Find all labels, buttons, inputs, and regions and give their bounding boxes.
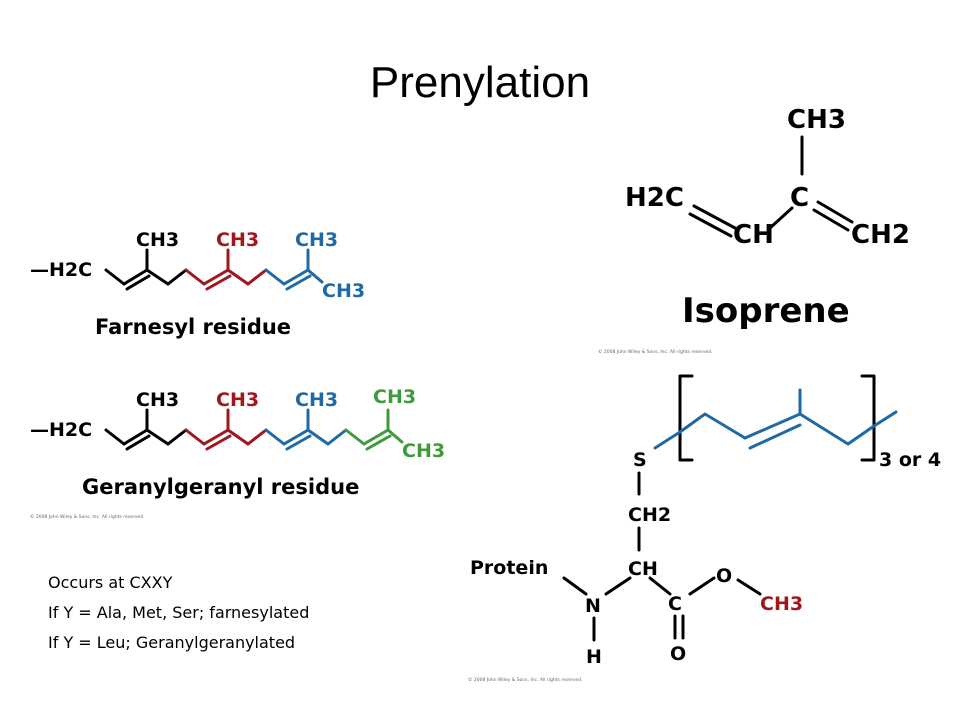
note-line-3: If Y = Leu; Geranylgeranylated (48, 633, 296, 652)
repeat-unit-double-bond (743, 412, 802, 440)
gg-methyl-3: CH3 (295, 389, 338, 411)
gg-bond (264, 428, 286, 446)
isoprene-copyright: © 2008 John Wiley & Sons, Inc. All right… (598, 348, 712, 355)
gg-bond (344, 428, 366, 446)
gg-bond (145, 428, 170, 446)
prenylated-protein-structure: 3 or 4 S CH2 CH Protein N H C O O CH3 © … (468, 374, 941, 683)
isoprene-ch3-label: CH3 (787, 105, 846, 135)
isoprene-double-bond-1b (688, 212, 733, 238)
note-line-2: If Y = Ala, Met, Ser; farnesylated (48, 603, 310, 622)
repeat-bracket-left (678, 374, 694, 462)
farnesyl-bond (246, 268, 268, 286)
farnesyl-bond (264, 268, 286, 286)
geranylgeranyl-structure: —H2C CH3 CH3 CH3 (30, 386, 445, 520)
note-line-1: Occurs at CXXY (48, 573, 173, 592)
farnesyl-double-bond-inner (205, 274, 232, 291)
gg-bond (306, 428, 330, 446)
isoprene-c-label: C (790, 183, 809, 213)
farnesyl-methyl-4: CH3 (322, 280, 365, 302)
isoprene-name: Isoprene (682, 291, 850, 331)
carbonyl-oxygen-label: O (670, 643, 686, 665)
farnesyl-double-bond-inner (285, 274, 312, 291)
gg-bond (246, 428, 268, 446)
gg-double-bond-inner (205, 434, 232, 451)
isoprene-double-bond-2b (812, 208, 850, 232)
slide-title: Prenylation (369, 58, 591, 107)
gg-methyl-4: CH3 (373, 386, 416, 408)
farnesyl-double-bond (122, 268, 149, 286)
gg-bond (226, 428, 250, 446)
geranylgeranyl-name: Geranylgeranyl residue (82, 475, 359, 499)
protein-n-bond (562, 576, 588, 596)
repeat-unit-double-bond-inner (748, 423, 802, 450)
n-ch-bond (604, 576, 632, 596)
farnesyl-bond (166, 268, 188, 286)
farnesyl-bond (226, 268, 250, 286)
gg-bond (326, 428, 348, 446)
geranylgeranyl-copyright: © 2008 John Wiley & Sons, Inc. All right… (30, 513, 144, 520)
farnesyl-bond (145, 268, 170, 286)
gg-methyl-5: CH3 (402, 440, 445, 462)
gg-methyl-2: CH3 (216, 389, 259, 411)
isoprene-ch2-label: CH2 (851, 220, 910, 250)
farnesyl-bond (306, 268, 324, 284)
geranylgeranyl-h2c-label: —H2C (30, 419, 92, 441)
farnesyl-name: Farnesyl residue (95, 315, 291, 339)
repeat-unit-tail-bond (872, 410, 898, 428)
carbonyl-carbon-label: C (668, 593, 682, 615)
c-o-bond (688, 576, 716, 596)
isoprene-ch-label: CH (733, 220, 774, 250)
repeat-bracket-right (860, 374, 876, 462)
ester-oxygen-label: O (716, 565, 732, 587)
gg-double-bond-inner (125, 434, 151, 451)
repeat-unit-bonds-b (798, 412, 876, 446)
isoprene-double-bond-2a (816, 200, 854, 224)
gg-bond (386, 428, 404, 444)
farnesyl-double-bond (202, 268, 230, 286)
repeat-count-label: 3 or 4 (879, 449, 941, 471)
s-chain-bond (653, 430, 682, 450)
gg-bond (166, 428, 188, 446)
gg-double-bond-inner (285, 434, 312, 451)
ch-label: CH (628, 558, 658, 580)
o-ch3-bond (736, 578, 762, 596)
isoprene-bond-ch-c (768, 206, 794, 230)
gg-bond (184, 428, 206, 446)
gg-double-bond (202, 428, 230, 446)
isoprene-h2c-label: H2C (625, 183, 684, 213)
gg-methyl-1: CH3 (136, 389, 179, 411)
farnesyl-double-bond (282, 268, 310, 286)
protein-structure-copyright: © 2008 John Wiley & Sons, Inc. All right… (468, 676, 582, 683)
gg-double-bond (122, 428, 149, 446)
farnesyl-methyl-2: CH3 (216, 229, 259, 251)
gg-bond (104, 428, 126, 446)
methyl-ester-label: CH3 (760, 593, 803, 615)
farnesyl-bond (184, 268, 206, 286)
farnesyl-methyl-1: CH3 (136, 229, 179, 251)
ch-c-bond (648, 576, 672, 596)
protein-label: Protein (470, 557, 548, 579)
repeat-unit-bonds-a (678, 412, 747, 440)
isoprene-double-bond-1a (692, 204, 737, 230)
farnesyl-double-bond-inner (125, 274, 151, 291)
farnesyl-methyl-3: CH3 (295, 229, 338, 251)
notes-text-block: Occurs at CXXY If Y = Ala, Met, Ser; far… (48, 568, 309, 658)
hydrogen-label: H (586, 646, 602, 668)
gg-double-bond-inner (365, 434, 392, 451)
sulfur-label: S (633, 449, 647, 471)
ch2-label: CH2 (628, 504, 671, 526)
nitrogen-label: N (585, 595, 601, 617)
farnesyl-structure: —H2C CH3 CH3 CH3 CH3 Farnesyl (30, 229, 365, 339)
farnesyl-h2c-label: —H2C (30, 259, 92, 281)
farnesyl-bond (104, 268, 126, 286)
gg-double-bond (362, 428, 390, 446)
isoprene-structure: CH3 C H2C CH CH2 Isoprene © 2008 John Wi… (598, 105, 910, 355)
gg-double-bond (282, 428, 310, 446)
